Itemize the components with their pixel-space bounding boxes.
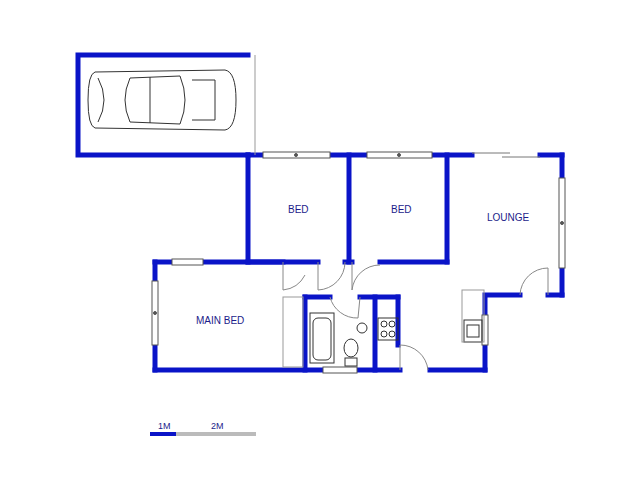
scale-label: 2M <box>211 422 224 431</box>
room-label: MAIN BED <box>196 316 244 326</box>
fixtures <box>283 290 484 367</box>
door-swings <box>283 262 548 370</box>
room-label: BED <box>288 205 309 215</box>
windows <box>152 152 565 373</box>
scale-bar <box>176 432 256 436</box>
sliding-door <box>472 153 540 157</box>
room-label: BED <box>391 205 412 215</box>
scale-bar <box>150 432 176 436</box>
walls <box>78 55 562 370</box>
garage-door <box>255 55 256 155</box>
scale-label: 1M <box>158 422 171 431</box>
room-label: LOUNGE <box>487 213 529 223</box>
car-illustration <box>88 70 236 130</box>
